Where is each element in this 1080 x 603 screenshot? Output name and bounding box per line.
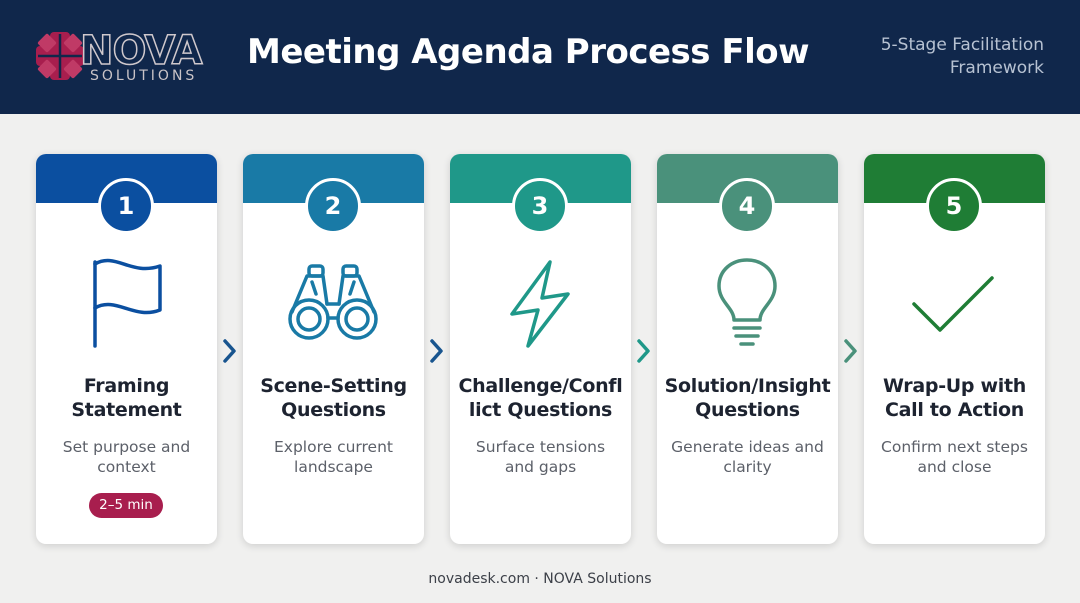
time-estimate-badge: 2–5 min xyxy=(89,493,163,518)
subtitle-line-2: Framework xyxy=(949,58,1044,78)
stage-card-3: 3 Challenge/Confl lict Questions Surface… xyxy=(450,154,631,544)
stage-description: Set purpose and context xyxy=(62,438,191,476)
stage-number-badge: 2 xyxy=(305,178,361,234)
chevron-right-icon xyxy=(637,339,650,363)
stage-number-badge: 1 xyxy=(98,178,154,234)
lightning-icon xyxy=(510,260,570,348)
chevron-right-icon xyxy=(223,339,236,363)
subtitle-line-1: 5-Stage Facilitation xyxy=(880,35,1044,55)
stage-number-badge: 4 xyxy=(719,178,775,234)
flag-icon xyxy=(93,258,162,348)
stage-title: Framing Statement xyxy=(71,375,182,421)
stage-description: Generate ideas and clarity xyxy=(671,438,824,476)
logo-mark-icon xyxy=(36,32,84,80)
checkmark-icon xyxy=(912,276,994,332)
stage-number-badge: 3 xyxy=(512,178,568,234)
logo-subtext: SOLUTIONS xyxy=(90,68,198,84)
stage-card-4: 4 Solution/Insight Questions Generate id… xyxy=(657,154,838,544)
stage-card-1: 1 Framing Statement Set purpose and cont… xyxy=(36,154,217,544)
chevron-right-icon xyxy=(430,339,443,363)
chevron-right-icon xyxy=(844,339,857,363)
header-bar: NOVA SOLUTIONS Meeting Agenda Process Fl… xyxy=(0,0,1080,114)
stage-description: Explore current landscape xyxy=(273,438,393,476)
page-subtitle: 5-Stage Facilitation Framework xyxy=(824,34,1044,80)
stage-card-2: 2 Scene-Setting Questions Explore curren… xyxy=(243,154,424,544)
footer-text: novadesk.com · NOVA Solutions xyxy=(428,571,652,587)
stage-title: Scene-Setting Questions xyxy=(260,375,407,421)
stage-number-badge: 5 xyxy=(926,178,982,234)
stage-description: Surface tensions and gaps xyxy=(475,438,606,476)
binoculars-icon xyxy=(288,264,378,340)
stage-title: Challenge/Confl lict Questions xyxy=(458,375,623,421)
stage-title: Solution/Insight Questions xyxy=(664,375,831,421)
page-title: Meeting Agenda Process Flow xyxy=(247,32,810,72)
logo-wordmark: NOVA xyxy=(79,27,203,75)
stage-card-5: 5 Wrap-Up with Call to Action Confirm ne… xyxy=(864,154,1045,544)
stage-description: Confirm next steps and close xyxy=(881,438,1028,476)
stage-title: Wrap-Up with Call to Action xyxy=(882,375,1027,421)
lightbulb-icon xyxy=(717,258,777,346)
nova-logo: NOVA SOLUTIONS xyxy=(34,26,224,88)
